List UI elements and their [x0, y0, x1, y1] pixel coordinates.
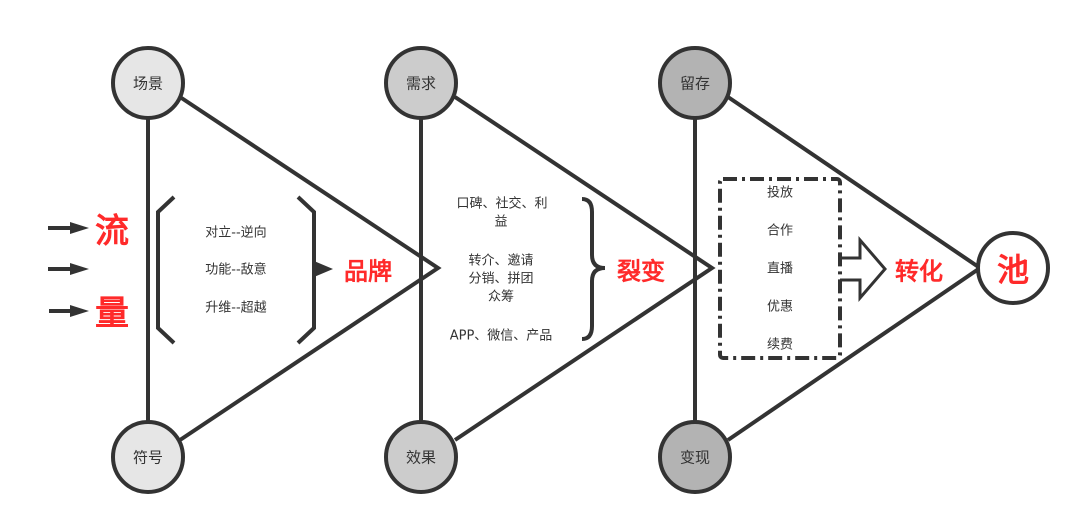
- node-effect: 效果: [405, 448, 437, 467]
- end-node-circle: [976, 231, 1050, 305]
- node-circle: [658, 420, 732, 494]
- stage3-item: 直播: [766, 261, 794, 277]
- arrow-right-icon: [48, 222, 89, 234]
- end-node-pool: 池: [996, 251, 1030, 289]
- stage2-item: 分销、拼团: [468, 271, 534, 287]
- stage3-item: 续费: [766, 337, 794, 353]
- stage2-item: 益: [494, 214, 508, 230]
- node-symbol: 符号: [132, 448, 164, 467]
- traffic-label-top: 流: [95, 211, 129, 252]
- hollow-arrow-icon: [840, 235, 887, 303]
- right-bracket: [296, 195, 316, 345]
- arrow-right-icon: [49, 305, 89, 317]
- node-circle: [384, 420, 458, 494]
- stage2-item: 众筹: [487, 289, 515, 305]
- node-demand: 需求: [405, 74, 437, 93]
- stage1-item: 升维--超越: [205, 300, 267, 316]
- stage2-item: APP、微信、产品: [449, 328, 553, 344]
- node-retention: 留存: [679, 74, 711, 93]
- stage3-item: 合作: [766, 223, 794, 239]
- node-circle: [111, 46, 185, 120]
- node-circle: [111, 420, 185, 494]
- stage1-item: 功能--敌意: [205, 262, 267, 278]
- stage1-item: 对立--逆向: [205, 225, 267, 241]
- stage3-item: 投放: [766, 185, 794, 201]
- stage2-triangle: [453, 95, 716, 442]
- stage3-item: 优惠: [766, 299, 794, 315]
- result-fission: 裂变: [617, 257, 665, 286]
- dashdot-box: [718, 177, 842, 360]
- stage2-item: 转介、邀请: [468, 253, 534, 269]
- stage1-triangle: [178, 95, 442, 442]
- traffic-label-bottom: 量: [95, 293, 129, 334]
- node-monetize: 变现: [679, 448, 711, 467]
- left-bracket: [156, 195, 176, 345]
- curly-brace: [581, 197, 606, 341]
- node-circle: [658, 46, 732, 120]
- bracket-arrow-icon: [314, 261, 333, 277]
- result-conversion: 转化: [895, 257, 943, 286]
- stage2-item: 口碑、社交、利: [456, 196, 548, 212]
- node-scene: 场景: [132, 74, 164, 93]
- arrow-right-icon: [48, 263, 89, 275]
- result-brand: 品牌: [344, 257, 392, 286]
- node-circle: [384, 46, 458, 120]
